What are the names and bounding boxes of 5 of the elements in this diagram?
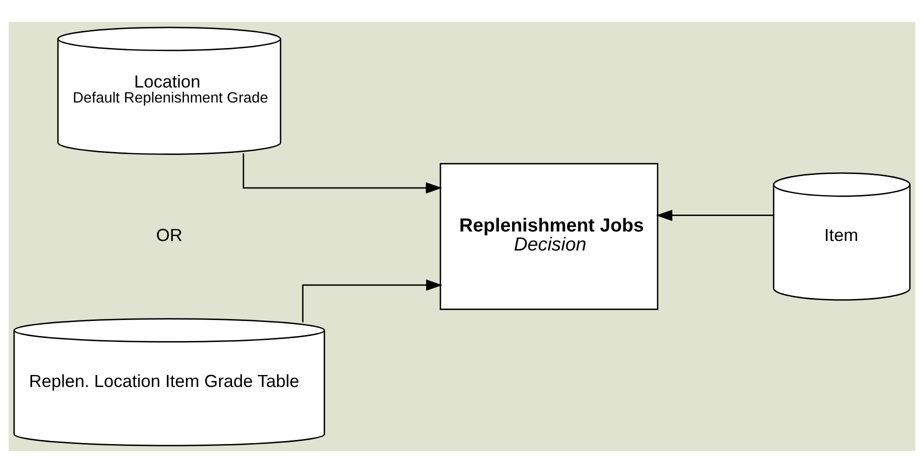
label: OR bbox=[156, 225, 182, 246]
node-box: Replenishment Jobs Decision bbox=[440, 162, 658, 310]
arrow bbox=[656, 210, 774, 222]
arrow bbox=[302, 279, 442, 322]
arrow bbox=[242, 153, 442, 194]
